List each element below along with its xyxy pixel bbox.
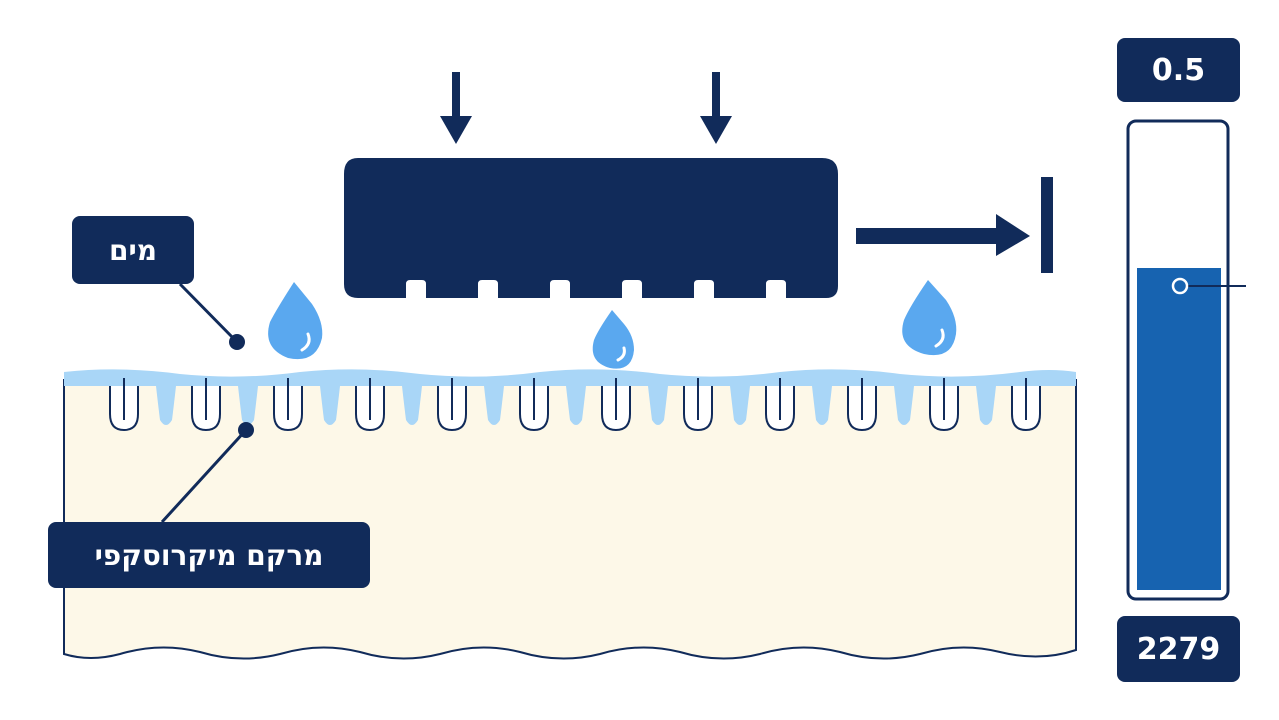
water-in-pore (648, 386, 668, 425)
micro-pores (109, 378, 1041, 432)
gauge-top-value: 0.5 (1117, 38, 1240, 102)
water-in-pore (730, 386, 750, 425)
texture-label: מרקם מיקרוסקפי (48, 522, 370, 588)
water-in-pore (566, 386, 586, 425)
water-in-pore (894, 386, 914, 425)
rough-surface (63, 369, 1077, 660)
water-film (64, 369, 1076, 386)
water-pointer-line (178, 282, 239, 344)
water-in-pore (484, 386, 504, 425)
gauge (1126, 119, 1246, 601)
down-arrow-icon (440, 72, 472, 144)
water-in-pore (976, 386, 996, 425)
water-drop-icon (268, 282, 323, 360)
gauge-fill (1137, 268, 1221, 590)
pressing-block (344, 158, 838, 298)
water-in-pore (238, 386, 258, 425)
texture-pointer-line (160, 428, 248, 524)
gauge-level-marker (1171, 277, 1189, 295)
texture-pointer-dot (238, 422, 254, 438)
water-in-pore (320, 386, 340, 425)
down-arrow-icon (700, 72, 732, 144)
water-in-pore (156, 386, 176, 425)
water-in-pore (402, 386, 422, 425)
water-drop-icon (592, 310, 634, 369)
water-drop-icon (902, 280, 957, 356)
surface-body (63, 379, 1077, 660)
gauge-bottom-value: 2279 (1117, 616, 1240, 682)
water-pointer-dot (229, 334, 245, 350)
water-label: מים (72, 216, 194, 284)
water-in-pore (812, 386, 832, 425)
right-arrow-icon (856, 177, 1053, 273)
